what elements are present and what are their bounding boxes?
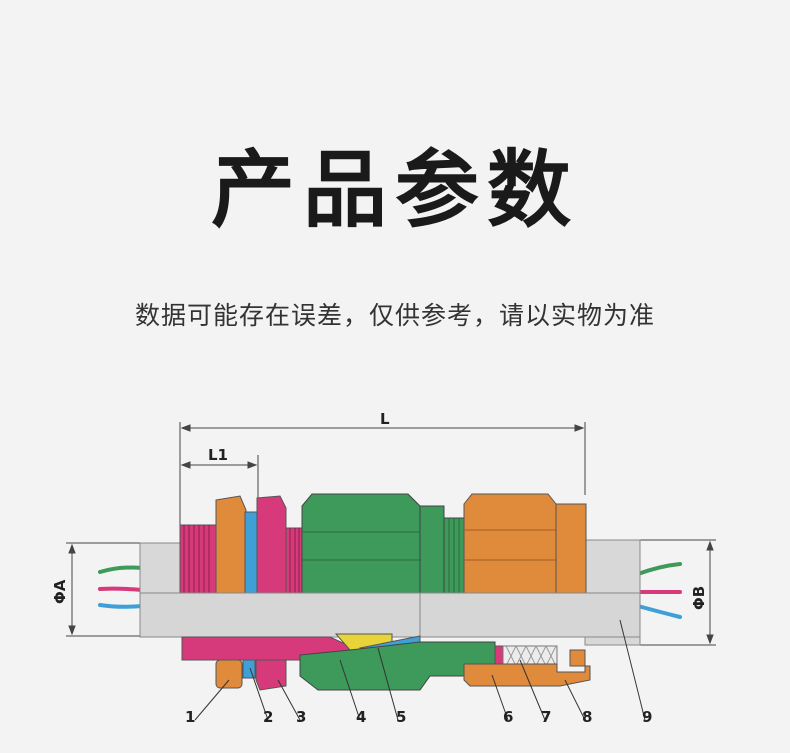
green-thread [443, 517, 465, 594]
left-wires [98, 565, 144, 609]
page-title: 产品参数 [210, 141, 579, 239]
dimension-phi-b [640, 539, 716, 646]
dimension-phi-b-label: ΦB [690, 586, 708, 610]
orange-lock-nut [215, 495, 247, 594]
part-label-1: 1 [185, 708, 195, 726]
dimension-l [179, 422, 586, 530]
part-label-5: 5 [396, 708, 406, 726]
green-section [299, 641, 496, 691]
leader-lines [194, 619, 646, 721]
part-label-3: 3 [296, 708, 306, 726]
pink-threaded-body [179, 524, 217, 594]
mesh-pattern [505, 645, 557, 667]
orange-cap [555, 503, 587, 594]
part-label-4: 4 [356, 708, 366, 726]
part-label-7: 7 [541, 708, 551, 726]
part-label-8: 8 [582, 708, 592, 726]
orange-section-small [215, 659, 243, 689]
page-subtitle: 数据可能存在误差，仅供参考，请以实物为准 [134, 301, 655, 330]
green-hex-body [301, 493, 421, 594]
dimension-phi-a [66, 542, 140, 637]
orange-section-nut [463, 649, 591, 687]
green-neck [419, 505, 445, 594]
pink-hex-part [256, 495, 287, 594]
part-label-9: 9 [642, 708, 652, 726]
blue-section-small [242, 659, 256, 679]
pink-section-hex [255, 659, 287, 691]
part-label-2: 2 [263, 708, 273, 726]
dimension-l1-label: L1 [208, 446, 228, 464]
orange-hex-nut [463, 493, 557, 594]
blue-seal-ring [244, 511, 258, 594]
part-label-6: 6 [503, 708, 513, 726]
dimension-l1 [180, 455, 259, 500]
pink-thread-right [285, 527, 303, 594]
right-wires [636, 562, 682, 619]
dimension-l-label: L [380, 410, 390, 428]
pink-section-ring [494, 645, 504, 665]
central-cable [139, 592, 641, 638]
dimension-phi-a-label: ΦA [51, 579, 69, 604]
